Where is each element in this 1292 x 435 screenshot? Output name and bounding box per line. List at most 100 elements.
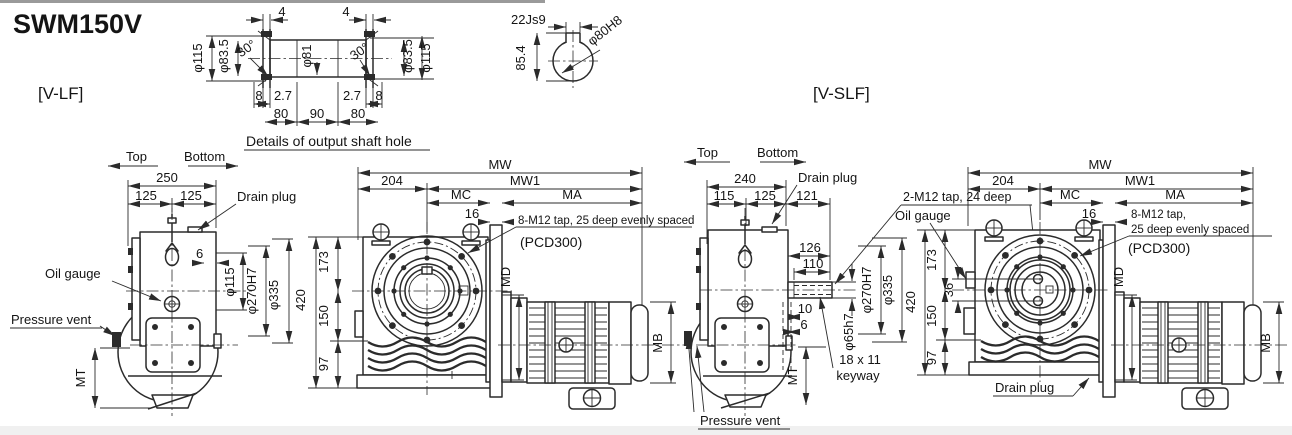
slf-dim-240: 240: [734, 171, 756, 186]
dim-keyway-22js9: 22Js9: [511, 12, 546, 27]
lf-dim-125b: 125: [180, 188, 202, 203]
shaft-detail-caption: Details of output shaft hole: [246, 133, 412, 149]
slf-dim-173: 173: [924, 249, 939, 271]
lf-dim-150: 150: [316, 305, 331, 327]
slf-dim-mw: MW: [1088, 157, 1112, 172]
dim-angle30-right: 30°: [347, 40, 372, 64]
dim-chamfer-8-left: 8: [255, 88, 262, 103]
output-shaft-hole-detail: 4 4 φ115 φ83.5 30° φ81 30° φ83.5 φ115 8 …: [190, 4, 434, 151]
lf-dim-16: 16: [465, 206, 479, 221]
slf-dim-dia335: φ335: [880, 275, 895, 305]
slf-oil-gauge-shape: [736, 295, 754, 313]
dim-dia83-left: φ83.5: [216, 39, 231, 73]
slf-dim-110: 110: [803, 256, 824, 271]
scan-artifact-bottom: [0, 426, 1292, 435]
lf-pcd300: (PCD300): [520, 234, 582, 250]
lf-dim-mb: MB: [650, 333, 665, 353]
slf-dim-mt: MT: [785, 367, 800, 386]
slf-dim-dia270: φ270H7: [859, 267, 874, 314]
slf-front-dimensions: 420 173 150 97 36 Drain plug MW 204 MW1 …: [903, 157, 1284, 397]
lf-label-pressure-vent: Pressure vent: [11, 312, 92, 327]
bore-keyway-detail: 22Js9 85.4 φ80H8: [511, 12, 625, 88]
lf-side-dimensions: Top Bottom 250 125 125 Drain plug Oil ga…: [10, 149, 296, 409]
dim-dia83-right: φ83.5: [400, 39, 415, 73]
slf-dim-md: MD: [1111, 267, 1126, 287]
slf-pcd300: (PCD300): [1128, 240, 1190, 256]
slf-dim-36: 36: [941, 283, 956, 297]
slf-side-dimensions: Top Bottom 240 115 125 121 Drain plug 12…: [684, 145, 1040, 430]
lf-dim-204: 204: [381, 173, 403, 188]
lf-drain-plug-mark: [187, 226, 203, 233]
lf-dim-md: MD: [498, 267, 513, 287]
dim-dia81: φ81: [299, 45, 314, 68]
lf-side-view: [117, 208, 252, 416]
lf-dim-125a: 125: [135, 188, 157, 203]
slf-dir-bottom: Bottom: [757, 145, 798, 160]
slf-dim-97: 97: [924, 351, 939, 365]
slf-tap-note-shaft: 2-M12 tap, 24 deep: [903, 190, 1011, 204]
slf-dim-dia65: φ65h7: [841, 313, 856, 350]
lf-front-dimensions: 420 173 150 97 MW 204 MW1 MC MA 16 8-M12…: [293, 157, 694, 389]
lf-dir-top: Top: [126, 149, 147, 164]
lf-eyebolt-right: [461, 223, 481, 246]
slf-drain-plug-mark: [761, 226, 778, 233]
slf-keyway-note-1: 18 x 11: [839, 352, 881, 367]
slf-label-oil-gauge: Oil gauge: [895, 208, 951, 223]
lf-dim-250: 250: [156, 170, 178, 185]
slf-dim-420: 420: [903, 291, 918, 313]
slf-dim-204: 204: [992, 173, 1014, 188]
slf-tap-note-2: 25 deep evenly spaced: [1131, 224, 1249, 236]
slf-label-drain-plug-bottom: Drain plug: [995, 380, 1054, 395]
lf-dir-bottom: Bottom: [184, 149, 225, 164]
lf-dim-173: 173: [316, 251, 331, 273]
dim-dia115-left: φ115: [190, 43, 205, 72]
slf-dim-121: 121: [796, 188, 818, 203]
dim-854: 85.4: [513, 45, 528, 70]
lf-dim-mc: MC: [451, 187, 471, 202]
view-label-lf: [V-LF]: [38, 84, 83, 103]
slf-eyebolt-left: [984, 219, 1004, 242]
slf-inner-bolts: [1004, 254, 1076, 326]
slf-dim-115: 115: [714, 188, 735, 203]
dim-flange-4-right: 4: [342, 4, 349, 19]
slf-motor: [1139, 301, 1262, 410]
lf-label-oil-gauge: Oil gauge: [45, 266, 101, 281]
lf-motor: [526, 301, 649, 410]
lf-dim-6: 6: [196, 246, 203, 261]
lf-dim-mt: MT: [73, 369, 88, 388]
slf-eyebolt-right: [1074, 219, 1094, 242]
lf-tap-note: 8-M12 tap, 25 deep evenly spaced: [518, 215, 694, 227]
lf-dim-mw: MW: [488, 157, 512, 172]
dim-80b: 80: [351, 106, 365, 121]
lf-dim-mw1: MW1: [510, 173, 540, 188]
slf-label-drain-plug-top: Drain plug: [798, 170, 857, 185]
slf-dim-ma: MA: [1165, 187, 1185, 202]
lf-motor-flange: [489, 224, 503, 398]
lf-dim-dia335: φ335: [266, 280, 281, 310]
lf-dim-ma: MA: [562, 187, 582, 202]
lf-dim-97: 97: [316, 357, 331, 371]
lf-dim-420: 420: [293, 289, 308, 311]
dim-wall-27-right: 2.7: [343, 88, 361, 103]
lf-eyebolt-left: [371, 223, 391, 246]
lf-dim-dia115: φ115: [222, 267, 237, 296]
slf-dim-16: 16: [1082, 206, 1096, 221]
dim-wall-27-left: 2.7: [274, 88, 292, 103]
slf-dim-10: 10: [798, 301, 812, 316]
slf-dim-mc: MC: [1060, 187, 1080, 202]
view-label-slf: [V-SLF]: [813, 84, 870, 103]
slf-dim-mw1: MW1: [1125, 173, 1155, 188]
dim-dia80h8: φ80H8: [585, 12, 625, 48]
slf-dim-mb: MB: [1258, 333, 1273, 353]
dim-chamfer-8-right: 8: [375, 88, 382, 103]
slf-dim-125: 125: [754, 188, 776, 203]
scan-artifact-top: [0, 0, 545, 3]
dim-90: 90: [310, 106, 324, 121]
dim-80a: 80: [274, 106, 288, 121]
dim-flange-4-left: 4: [278, 4, 285, 19]
slf-front-view: [952, 219, 1290, 410]
slf-dir-top: Top: [697, 145, 718, 160]
lf-front-view: [352, 222, 688, 410]
